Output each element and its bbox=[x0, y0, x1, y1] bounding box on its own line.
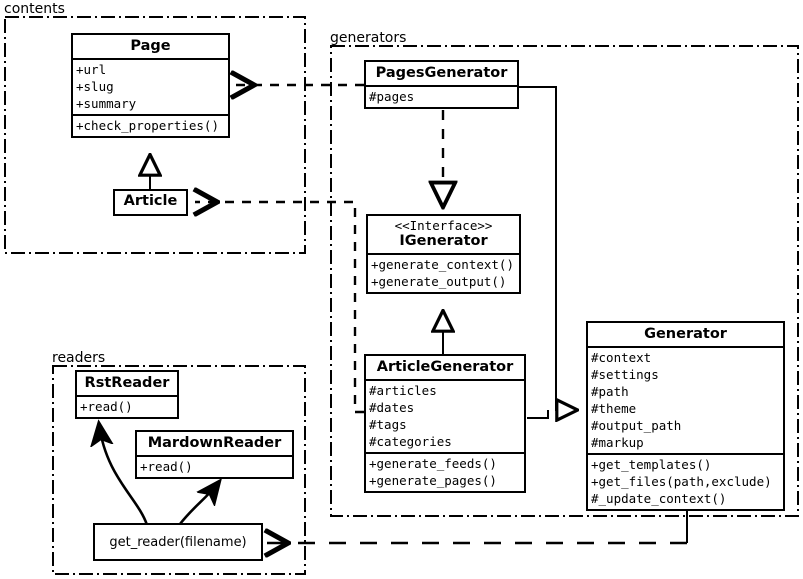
package-label-generators: generators bbox=[330, 30, 407, 46]
package-boundary-readers bbox=[52, 365, 306, 575]
class-attributes-pagesgenerator: #pages bbox=[366, 85, 517, 107]
relation-generators-inherit-generator bbox=[519, 86, 578, 418]
package-boundary-generators bbox=[330, 45, 799, 517]
class-methods-mardownreader: +read() bbox=[137, 455, 292, 477]
class-box-mardownreader[interactable]: MardownReader +read() bbox=[135, 430, 294, 480]
class-methods-articlegenerator: +generate_feeds() +generate_pages() bbox=[366, 452, 524, 491]
class-stereotype-igenerator: <<Interface>> bbox=[394, 218, 493, 233]
class-box-igenerator[interactable]: <<Interface>> IGenerator +generate_conte… bbox=[366, 214, 521, 294]
class-methods-page: +check_properties() bbox=[73, 114, 228, 136]
relation-getreader-returns-rstreader bbox=[99, 424, 149, 526]
class-methods-igenerator: +generate_context() +generate_output() bbox=[368, 252, 519, 292]
class-name-label-igenerator: IGenerator bbox=[399, 232, 488, 249]
class-box-pagesgenerator[interactable]: PagesGenerator #pages bbox=[364, 60, 519, 110]
package-label-contents: contents bbox=[4, 1, 65, 17]
package-boundary-contents bbox=[4, 16, 306, 254]
class-name-page: Page bbox=[130, 38, 171, 54]
class-attributes-generator: #context #settings #path #theme #output_… bbox=[588, 346, 783, 453]
class-methods-generator: +get_templates() +get_files(path,exclude… bbox=[588, 453, 783, 509]
package-label-readers: readers bbox=[52, 350, 106, 366]
class-box-page[interactable]: Page +url +slug +summary +check_properti… bbox=[71, 33, 230, 139]
function-box-get-reader[interactable]: get_reader(filename) bbox=[93, 523, 263, 561]
class-name-igenerator: <<Interface>> IGenerator bbox=[368, 216, 519, 253]
class-name-articlegenerator: ArticleGenerator bbox=[376, 359, 514, 375]
class-name-mardownreader: MardownReader bbox=[147, 435, 282, 451]
class-attributes-articlegenerator: #articles #dates #tags #categories bbox=[366, 379, 524, 452]
relation-articlegenerator-depends-article bbox=[195, 202, 364, 414]
class-methods-rstreader: +read() bbox=[77, 395, 177, 417]
function-label-get-reader: get_reader(filename) bbox=[109, 534, 247, 550]
class-name-generator: Generator bbox=[644, 326, 727, 342]
class-name-pagesgenerator: PagesGenerator bbox=[375, 65, 508, 81]
class-name-rstreader: RstReader bbox=[84, 375, 170, 391]
class-attributes-page: +url +slug +summary bbox=[73, 58, 228, 114]
relation-getreader-returns-mardownreader bbox=[178, 482, 219, 525]
class-box-generator[interactable]: Generator #context #settings #path #them… bbox=[586, 321, 785, 512]
class-box-articlegenerator[interactable]: ArticleGenerator #articles #dates #tags … bbox=[364, 354, 526, 494]
class-box-article[interactable]: Article bbox=[113, 189, 188, 216]
class-name-article: Article bbox=[123, 193, 178, 209]
class-box-rstreader[interactable]: RstReader +read() bbox=[75, 370, 179, 420]
